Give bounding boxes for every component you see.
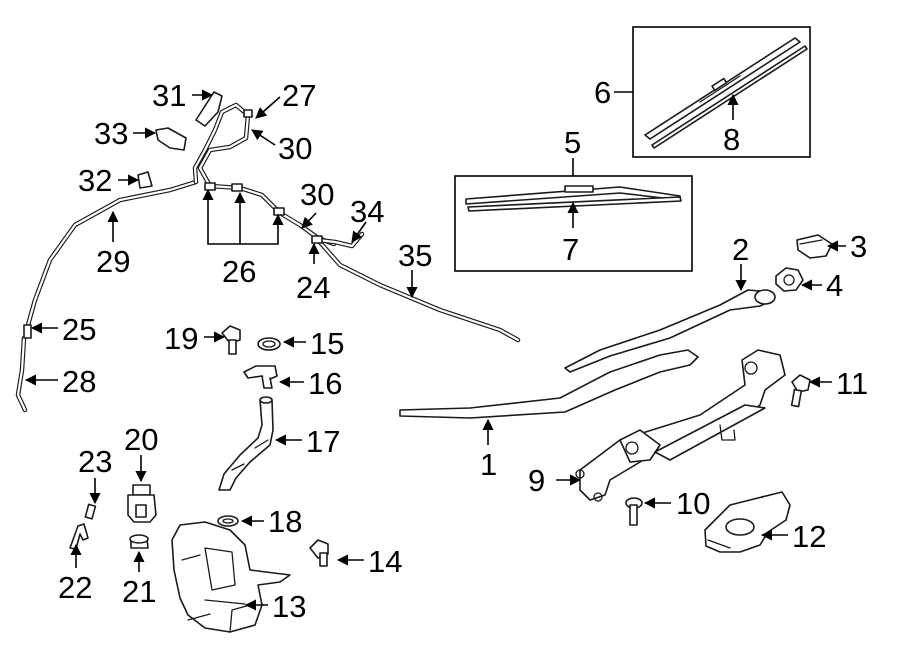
bolt-14 (309, 539, 329, 567)
check-valve-23 (84, 503, 97, 520)
callout-20: 20 (124, 422, 158, 457)
callout-18: 18 (268, 504, 302, 539)
bolt-11 (790, 374, 811, 408)
bolt-10 (625, 497, 643, 526)
washer-hose-29 (25, 179, 199, 328)
callout-7: 7 (562, 232, 579, 267)
callout-6: 6 (594, 75, 611, 110)
pivot-nut-4 (775, 267, 804, 292)
callout-29: 29 (96, 244, 130, 279)
grommet-21 (129, 534, 149, 549)
callout-14: 14 (368, 544, 402, 579)
callout-11: 11 (836, 366, 868, 401)
callout-2: 2 (732, 232, 749, 267)
grommet-15 (257, 337, 281, 351)
hose-connector-22 (69, 523, 89, 550)
wiper-arm-1 (399, 349, 699, 419)
callout-26: 26 (222, 254, 256, 289)
callout-19: 19 (164, 321, 198, 356)
leader-lines (24, 89, 846, 611)
nozzle-32 (137, 171, 153, 189)
callout-12: 12 (792, 519, 826, 554)
washer-pump-20 (127, 484, 157, 523)
hose-joint-25 (23, 324, 32, 339)
callout-33: 33 (94, 116, 128, 151)
wiper-arm-2 (564, 289, 776, 373)
nozzle-33 (155, 127, 187, 151)
callout-5: 5 (564, 125, 581, 160)
callout-16: 16 (308, 366, 342, 401)
callout-27: 27 (282, 78, 316, 113)
callout-24: 24 (296, 270, 330, 305)
callout-21: 21 (122, 574, 156, 609)
wiper-linkage-9 (575, 349, 786, 502)
callout-34: 34 (350, 194, 384, 229)
callout-3: 3 (850, 229, 867, 264)
callout-9: 9 (528, 463, 545, 498)
callout-30-lower: 30 (300, 177, 334, 212)
washer-hose-upper (192, 102, 251, 189)
pivot-cap-3 (796, 234, 833, 259)
callout-10: 10 (676, 486, 710, 521)
callout-22: 22 (58, 570, 92, 605)
callout-23: 23 (78, 444, 112, 479)
callout-8: 8 (723, 122, 740, 157)
callout-35: 35 (398, 238, 432, 273)
callout-28: 28 (62, 364, 96, 399)
filler-cap-16 (243, 365, 278, 389)
callout-31: 31 (152, 78, 186, 113)
callout-4: 4 (826, 268, 843, 303)
washer-hose-28 (15, 335, 28, 413)
callout-32: 32 (78, 163, 112, 198)
callout-13: 13 (272, 589, 306, 624)
callout-25: 25 (62, 312, 96, 347)
blade-box-6 (614, 26, 811, 158)
callout-30-upper: 30 (278, 131, 312, 166)
wiper-motor-12 (704, 491, 791, 553)
callout-1: 1 (480, 447, 497, 482)
callout-15: 15 (310, 326, 344, 361)
bolt-19 (221, 325, 241, 355)
callout-labels: 1 2 3 4 5 6 7 8 9 10 11 12 13 14 15 16 1… (58, 75, 868, 624)
seal-18 (217, 515, 239, 527)
callout-17: 17 (306, 424, 340, 459)
filler-neck-17 (218, 396, 274, 491)
